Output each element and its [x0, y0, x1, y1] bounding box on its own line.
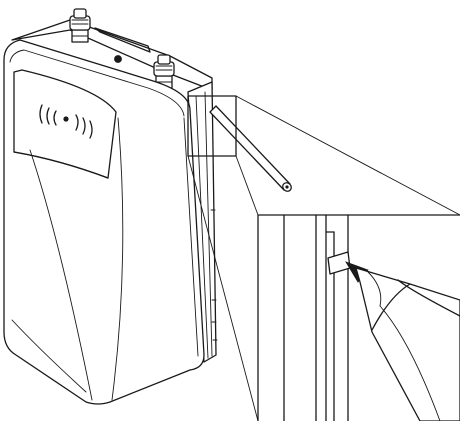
magnified-detail-view — [257, 214, 460, 421]
screwdriver-large — [345, 261, 460, 421]
wireless-signal-icon — [39, 104, 93, 139]
device-front-cover — [3, 39, 205, 405]
magnification-guides — [187, 95, 460, 421]
detail-callout-box — [187, 95, 237, 157]
antenna-connector-left — [69, 8, 91, 43]
screwdriver-small — [209, 105, 292, 192]
antenna-connector-right — [153, 54, 175, 91]
